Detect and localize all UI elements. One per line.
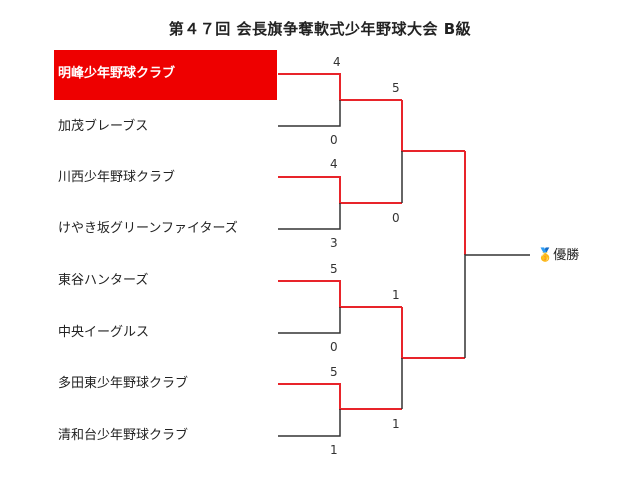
score-label: 1 — [392, 288, 400, 302]
team-name: 清和台少年野球クラブ — [58, 428, 189, 443]
score-label: 1 — [330, 443, 338, 457]
bracket-line-lose — [278, 100, 341, 127]
champion-highlight — [54, 50, 277, 100]
gold-medal-icon: 🥇 — [537, 248, 554, 263]
team-name: 中央イーグルス — [58, 325, 150, 340]
bracket-line-win — [278, 280, 402, 308]
bracket-line-win — [278, 176, 402, 204]
bracket-line-lose — [278, 307, 341, 334]
score-label: 4 — [333, 55, 341, 69]
tournament-title: 第４７回 会長旗争奪軟式少年野球大会 B級 — [168, 20, 472, 38]
score-label: 5 — [330, 365, 338, 379]
winner-label: 🥇優勝 — [537, 246, 579, 266]
team-name: けやき坂グリーンファイターズ — [58, 221, 238, 236]
bracket-line-win — [401, 100, 465, 152]
team-name: 明峰少年野球クラブ — [58, 66, 176, 81]
winner-text: 優勝 — [553, 248, 580, 263]
score-label: 0 — [330, 340, 338, 354]
score-label: 1 — [392, 417, 400, 431]
bracket-line-lose — [278, 409, 341, 437]
bracket-line-lose — [464, 254, 530, 358]
team-name: 加茂ブレーブス — [58, 119, 149, 134]
bracket-line-win — [278, 383, 402, 410]
bracket-line-lose — [278, 203, 341, 230]
bracket-line-win — [401, 307, 465, 359]
team-name: 多田東少年野球クラブ — [58, 376, 189, 391]
score-label: 0 — [330, 133, 338, 147]
team-name: 川西少年野球クラブ — [58, 170, 176, 185]
score-label: 0 — [392, 211, 400, 225]
bracket-line-win — [278, 73, 402, 101]
score-label: 4 — [330, 157, 338, 171]
team-name: 東谷ハンターズ — [58, 273, 149, 288]
score-label: 5 — [392, 81, 400, 95]
score-label: 3 — [330, 236, 338, 250]
score-label: 5 — [330, 262, 338, 276]
